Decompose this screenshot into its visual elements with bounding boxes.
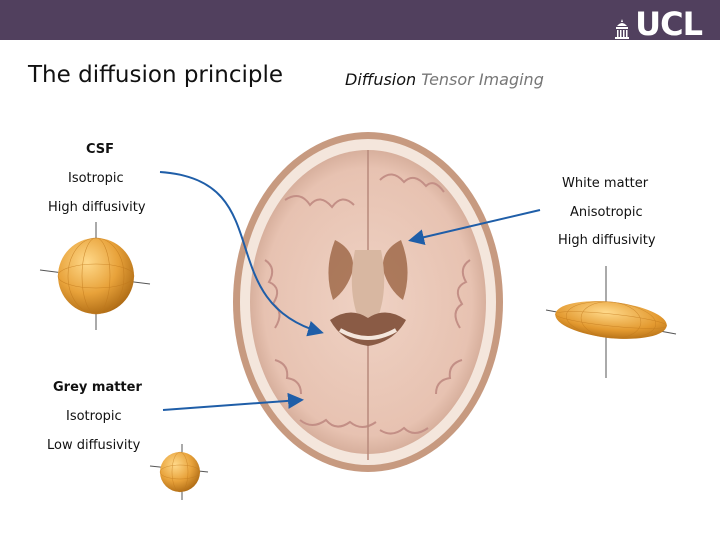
subtitle-rest: Tensor Imaging [421, 70, 544, 89]
brain-slice-image [233, 132, 503, 472]
subtitle-emphasis: Diffusion [345, 70, 417, 89]
grey-matter-property-1: Isotropic [66, 409, 122, 424]
csf-property-2: High diffusivity [48, 200, 146, 215]
csf-property-1: Isotropic [68, 171, 124, 186]
white-matter-property-1: Anisotropic [570, 205, 643, 220]
white-matter-tensor-ellipsoid [545, 266, 677, 378]
header-bar: UCL [0, 0, 720, 40]
white-matter-arrow [408, 209, 541, 246]
white-matter-heading: White matter [562, 176, 649, 191]
grey-matter-arrow [162, 392, 304, 411]
csf-heading: CSF [86, 142, 115, 157]
white-matter-property-2: High diffusivity [558, 233, 656, 248]
grey-matter-property-2: Low diffusivity [47, 438, 141, 453]
csf-tensor-sphere [39, 222, 151, 330]
csf-arrow [159, 171, 324, 337]
slide-subtitle: Diffusion Tensor Imaging [345, 70, 544, 89]
grey-matter-heading: Grey matter [53, 380, 142, 395]
portico-icon [615, 19, 630, 39]
logo-text: UCL [635, 5, 703, 43]
grey-matter-tensor-sphere [149, 444, 209, 500]
slide-title: The diffusion principle [28, 62, 284, 88]
ucl-logo: UCL [613, 4, 703, 43]
